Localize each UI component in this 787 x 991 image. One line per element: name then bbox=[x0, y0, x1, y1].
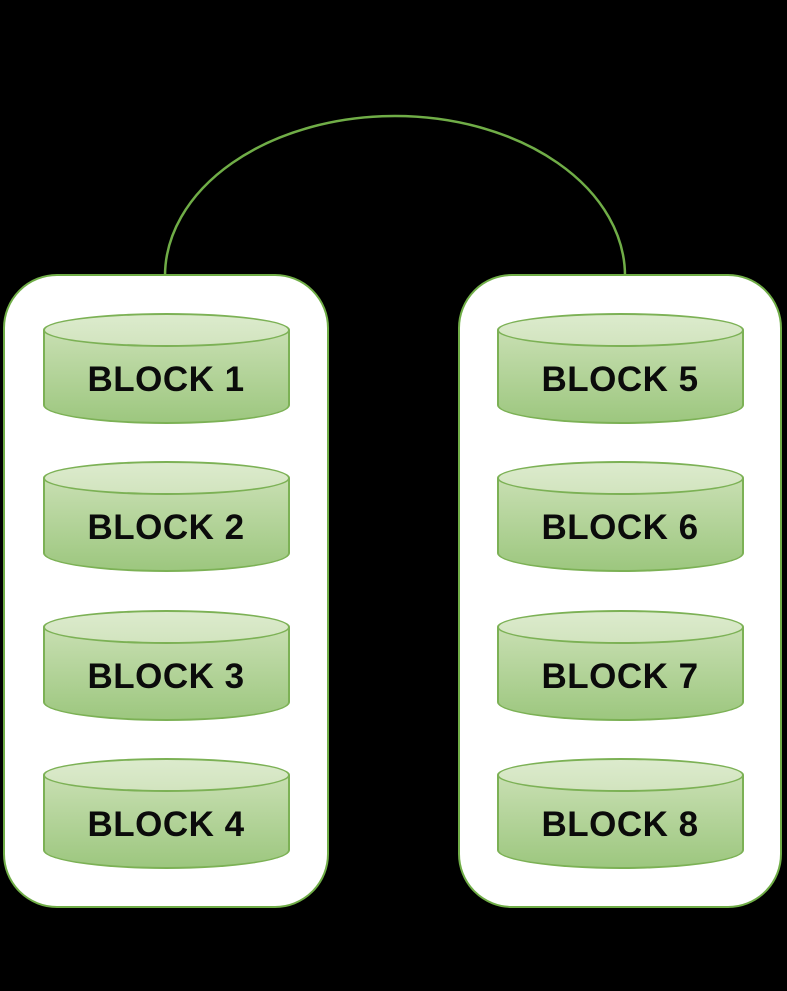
cylinder-top-ellipse bbox=[42, 461, 290, 496]
block-cylinder: BLOCK 7 bbox=[496, 609, 744, 721]
cylinder-top-ellipse bbox=[496, 313, 744, 348]
block-cylinder: BLOCK 4 bbox=[42, 757, 290, 869]
block-cylinder: BLOCK 5 bbox=[496, 313, 744, 425]
block-cylinder: BLOCK 8 bbox=[496, 757, 744, 869]
block-label: BLOCK 3 bbox=[87, 656, 245, 696]
cylinder-top-ellipse bbox=[42, 313, 290, 348]
arc-curve bbox=[163, 114, 627, 277]
block-stack-right: BLOCK 5 BLOCK 6 BLOCK 7 BLOCK 8 bbox=[458, 274, 782, 908]
cylinder-top-ellipse bbox=[42, 609, 290, 644]
block-label: BLOCK 6 bbox=[541, 508, 699, 548]
block-label: BLOCK 1 bbox=[87, 360, 245, 400]
block-cylinder: BLOCK 1 bbox=[42, 313, 290, 425]
block-stack-left: BLOCK 1 BLOCK 2 BLOCK 3 BLOCK 4 bbox=[3, 274, 329, 908]
block-cylinder: BLOCK 6 bbox=[496, 461, 744, 573]
block-label: BLOCK 2 bbox=[87, 508, 245, 548]
block-label: BLOCK 7 bbox=[541, 656, 699, 696]
block-cylinder: BLOCK 3 bbox=[42, 609, 290, 721]
block-cylinder: BLOCK 2 bbox=[42, 461, 290, 573]
cylinder-top-ellipse bbox=[42, 757, 290, 792]
cylinder-body bbox=[496, 330, 744, 425]
block-label: BLOCK 4 bbox=[87, 804, 245, 844]
cylinder-top-ellipse bbox=[496, 609, 744, 644]
cylinder-top-ellipse bbox=[496, 757, 744, 792]
cylinder-top-ellipse bbox=[496, 461, 744, 496]
block-label: BLOCK 8 bbox=[541, 804, 699, 844]
block-label: BLOCK 5 bbox=[541, 360, 699, 400]
